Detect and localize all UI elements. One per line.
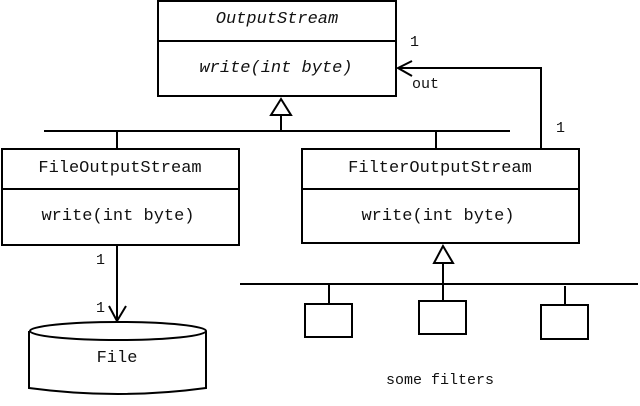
role-label: out: [412, 76, 439, 93]
class-name: OutputStream: [216, 10, 338, 29]
class-method: write(int byte): [199, 59, 352, 78]
filters-label: some filters: [386, 372, 494, 389]
association-line: [398, 67, 542, 149]
cylinder-body: [28, 331, 207, 395]
class-method: write(int byte): [41, 207, 194, 226]
filter-class-box[interactable]: [304, 303, 353, 338]
multiplicity-label: 1: [556, 120, 565, 137]
filter-class-box[interactable]: [418, 300, 467, 335]
multiplicity-label: 1: [96, 300, 105, 317]
class-box: [157, 0, 397, 97]
class-output-stream[interactable]: OutputStream write(int byte): [157, 0, 397, 97]
association-out: 1 out 1: [395, 34, 565, 149]
association-file: 1 1: [96, 245, 127, 324]
file-label: File: [97, 349, 138, 368]
class-box: [301, 148, 580, 244]
inheritance-arrow-icon: [432, 243, 455, 264]
open-arrow-icon: [108, 305, 127, 324]
class-name: FileOutputStream: [38, 159, 201, 178]
cylinder-top: [29, 321, 207, 341]
class-name: FilterOutputStream: [348, 159, 532, 178]
generalization-to-output-stream: [44, 97, 510, 149]
open-arrow-icon: [395, 60, 413, 77]
filter-class-box[interactable]: [540, 304, 589, 340]
class-box: [1, 148, 240, 246]
multiplicity-label: 1: [410, 34, 419, 51]
filter-classes: some filters: [304, 300, 589, 389]
class-filter-output-stream[interactable]: FilterOutputStream write(int byte): [301, 148, 580, 244]
class-method: write(int byte): [361, 207, 514, 226]
generalization-to-filter-output-stream: [240, 243, 638, 305]
file-storage[interactable]: File: [28, 321, 207, 395]
multiplicity-label: 1: [96, 252, 105, 269]
inheritance-arrow-icon: [269, 97, 293, 116]
class-file-output-stream[interactable]: FileOutputStream write(int byte): [1, 148, 240, 246]
